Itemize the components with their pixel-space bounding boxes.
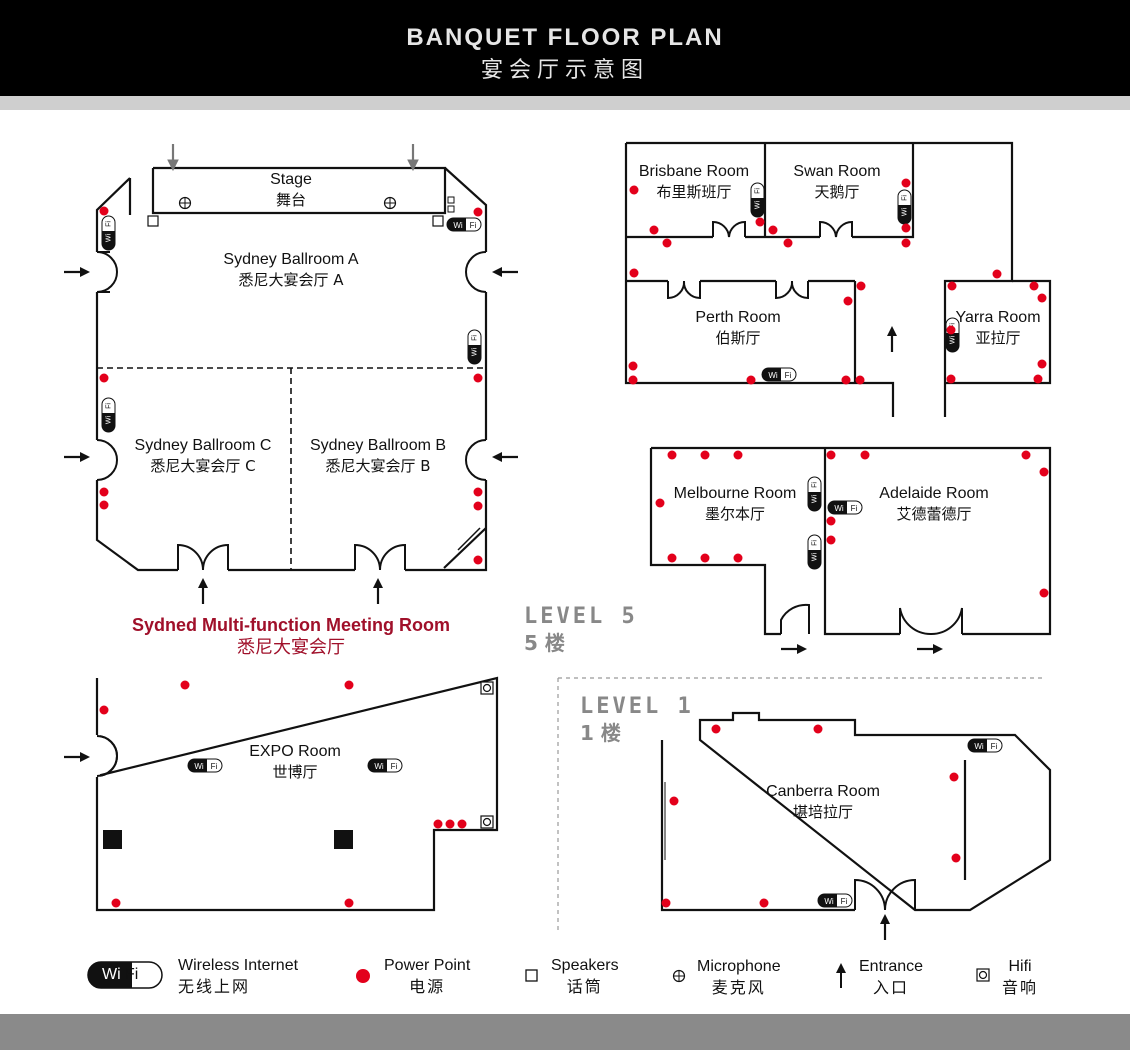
header-divider [0, 96, 1130, 110]
page-title: BANQUET FLOOR PLAN [406, 24, 724, 51]
footer-bar [0, 1014, 1130, 1050]
page-title-cn: 宴会厅示意图 [480, 58, 649, 83]
ballroom-partitions [97, 367, 486, 570]
legend-wifi-badge: Wi Fi [102, 966, 139, 983]
power-points [99, 178, 1049, 908]
header-bar: BANQUET FLOOR PLAN 宴会厅示意图 [0, 0, 1130, 96]
legend-icons [87, 961, 990, 989]
